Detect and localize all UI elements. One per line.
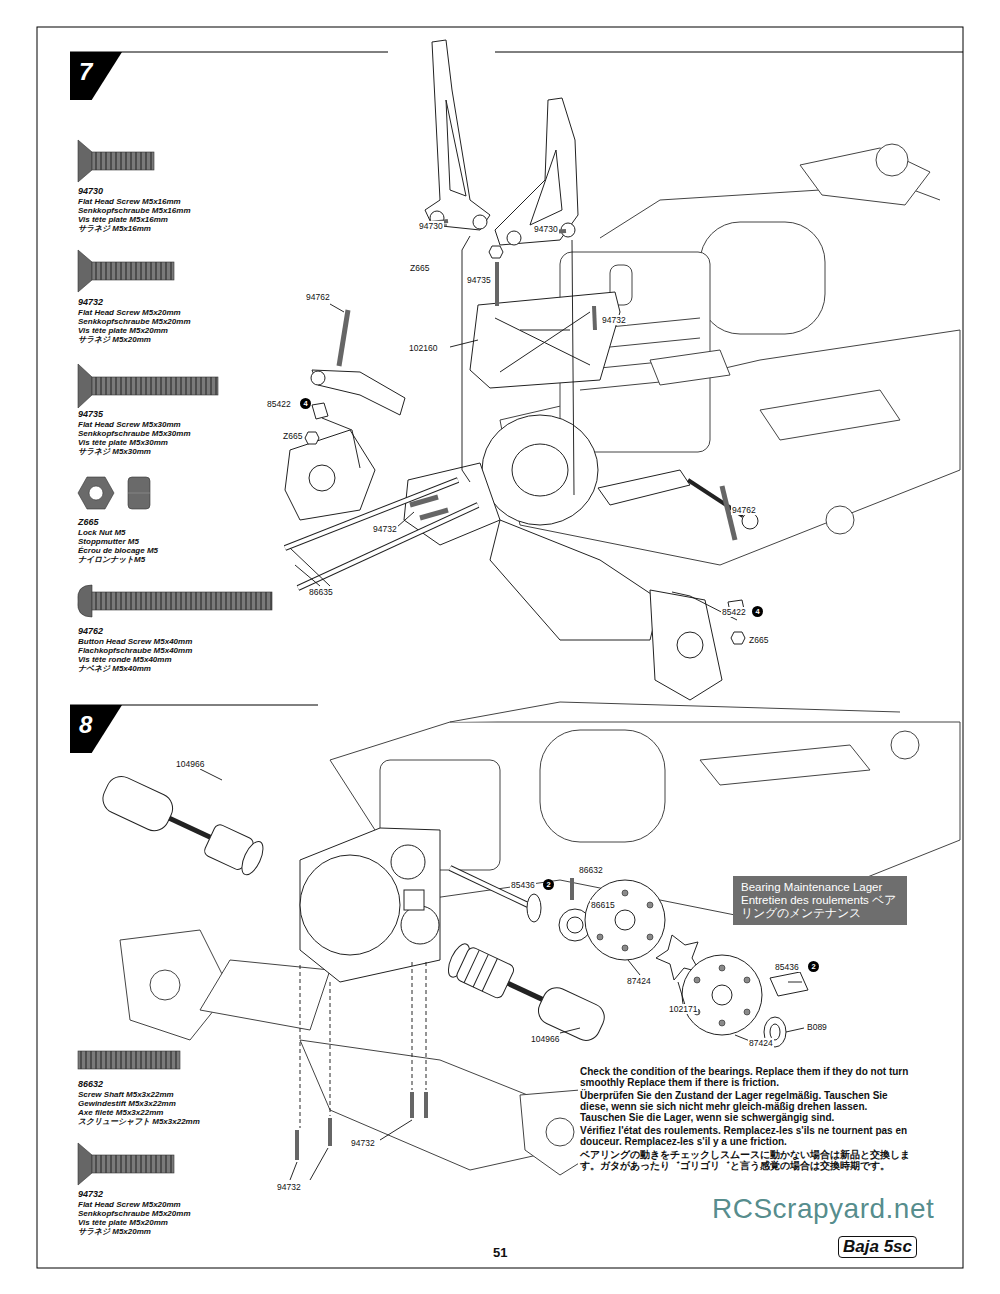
callout-number: 94732 (350, 1138, 376, 1148)
callout-number: 104966 (530, 1034, 560, 1044)
callout-number: 94730 (418, 221, 444, 231)
step-number: 7 (70, 52, 122, 86)
callout-number: 86632 (578, 865, 604, 875)
part-number: 94732 (78, 297, 103, 307)
callout-number: 86635 (308, 587, 334, 597)
callout-number: 94735 (466, 275, 492, 285)
part-description: Button Head Screw M5x40mm (78, 637, 192, 646)
callout-number: 94732 (372, 524, 398, 534)
callout-number: 85422 (721, 607, 747, 617)
note-text: Vérifiez l'état des roulements. Remplace… (580, 1125, 916, 1147)
callout-number: 102171 (668, 1004, 698, 1014)
disc-holes (597, 890, 750, 1026)
part-description: サラネジ M5x20mm (78, 1227, 151, 1236)
part-description: Screw Shaft M5x3x22mm (78, 1090, 174, 1099)
part-description: Vis tête plate M5x16mm (78, 215, 168, 224)
part-description: Vis tête plate M5x20mm (78, 326, 168, 335)
part-description: ナイロンナットM5 (78, 555, 145, 564)
callout-number: 104966 (175, 759, 205, 769)
part-description: サラネジ M5x30mm (78, 447, 151, 456)
info-box: Bearing Maintenance Lager Entretien des … (733, 876, 907, 925)
callout-number: 94762 (731, 505, 757, 515)
product-logo: Baja 5sc (838, 1236, 917, 1258)
circled-number: 4 (300, 398, 311, 409)
part-description: Vis tête ronde M5x40mm (78, 655, 172, 664)
part-number: 94735 (78, 409, 103, 419)
part-number: 86632 (78, 1079, 103, 1089)
part-description: Écrou de blocage M5 (78, 546, 158, 555)
watermark: RCScrapyard.net (712, 1193, 934, 1225)
page-number: 51 (493, 1245, 507, 1260)
part-description: Vis tête plate M5x20mm (78, 1218, 168, 1227)
suspension-step7 (285, 40, 758, 700)
step-number-tab: 8 (70, 705, 122, 753)
tab-fill (70, 52, 122, 100)
part-description: Stoppmutter M5 (78, 537, 139, 546)
callout-number: 87424 (626, 976, 652, 986)
part-description: Flachkopfschraube M5x40mm (78, 646, 192, 655)
note-text: ベアリングの動きをチェックしスムースに動かない場合は新品と交換します。ガタがあっ… (580, 1149, 916, 1171)
part-description: ナベネジ M5x40mm (78, 664, 151, 673)
note-text: Check the condition of the bearings. Rep… (580, 1066, 916, 1088)
tab-fill (70, 705, 122, 753)
callout-number: 85436 (510, 880, 536, 890)
part-description: サラネジ M5x20mm (78, 335, 151, 344)
part-number: Z665 (78, 517, 99, 527)
leader-lines-step7 (290, 225, 737, 620)
callout-number: 85422 (266, 399, 292, 409)
step-number-tab: 7 (70, 52, 122, 100)
part-description: スクリューシャフト M5x3x22mm (78, 1117, 200, 1126)
circled-number: 4 (752, 606, 763, 617)
callout-number: 94732 (601, 315, 627, 325)
tab-shape (70, 52, 122, 100)
callout-number: 94762 (305, 292, 331, 302)
callout-number: 87424 (748, 1038, 774, 1048)
part-description: サラネジ M5x16mm (78, 224, 151, 233)
part-description: Axe fileté M5x3x22mm (78, 1108, 163, 1117)
part-legend-icons (78, 140, 272, 1185)
note-text: Überprüfen Sie den Zustand der Lager reg… (580, 1090, 916, 1123)
circled-number: 2 (543, 879, 554, 890)
tab-shape (70, 705, 122, 753)
part-description: Lock Nut M5 (78, 528, 126, 537)
callout-number: Z665 (748, 635, 769, 645)
part-number: 94762 (78, 626, 103, 636)
box-heading: Bearing Maintenance Lager Entretien des … (741, 881, 899, 920)
callout-number: 85436 (774, 962, 800, 972)
part-description: Gewindestift M5x3x22mm (78, 1099, 176, 1108)
callout-number: Z665 (409, 263, 430, 273)
part-description: Flat Head Screw M5x20mm (78, 308, 181, 317)
part-description: Senkkopfschraube M5x20mm (78, 317, 191, 326)
callout-number: 94732 (276, 1182, 302, 1192)
part-description: Senkkopfschraube M5x16mm (78, 206, 191, 215)
part-description: Vis tête plate M5x30mm (78, 438, 168, 447)
chassis-step8 (120, 702, 960, 1175)
callout-number: 102160 (408, 343, 438, 353)
part-number: 94730 (78, 186, 103, 196)
part-description: Flat Head Screw M5x20mm (78, 1200, 181, 1209)
part-number: 94732 (78, 1189, 103, 1199)
maintenance-note: Check the condition of the bearings. Rep… (578, 1064, 918, 1175)
step-number: 8 (70, 705, 122, 739)
callout-number: 94730 (533, 224, 559, 234)
circled-number: 2 (808, 961, 819, 972)
part-description: Flat Head Screw M5x30mm (78, 420, 181, 429)
callout-number: Z665 (282, 431, 303, 441)
part-description: Flat Head Screw M5x16mm (78, 197, 181, 206)
part-description: Senkkopfschraube M5x30mm (78, 429, 191, 438)
callout-number: 86615 (590, 900, 616, 910)
page-frame (37, 27, 963, 1268)
callout-number: B089 (806, 1022, 828, 1032)
part-description: Senkkopfschraube M5x20mm (78, 1209, 191, 1218)
